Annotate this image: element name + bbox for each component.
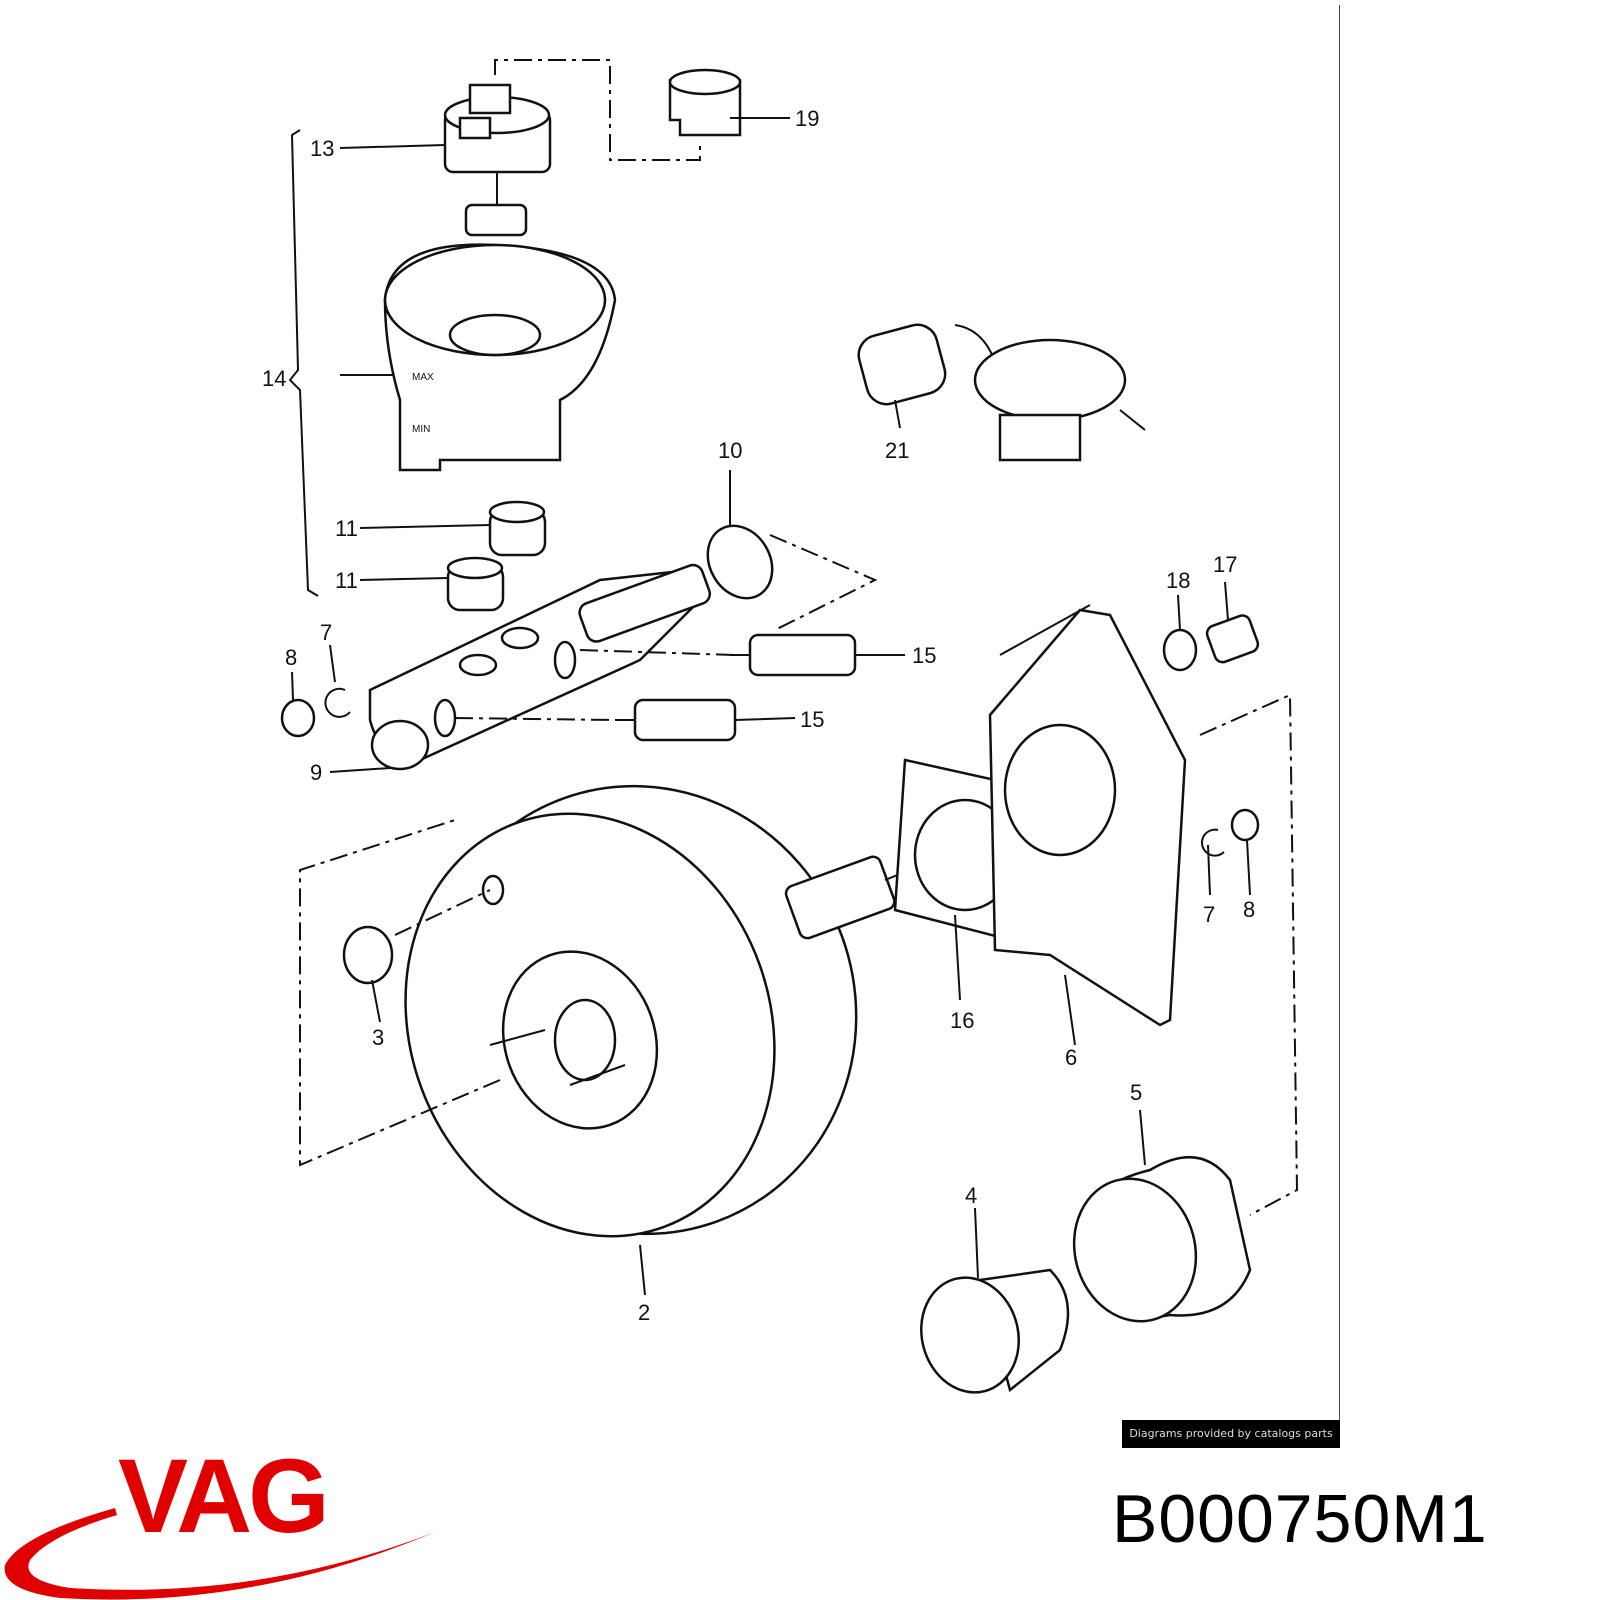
leader-lines [291,117,1251,1296]
dust-boot-4 [920,1268,1070,1394]
callout-15: 15 [800,707,824,732]
callout-16: 16 [950,1008,974,1033]
plug [342,925,394,985]
callout-15: 15 [912,643,936,668]
callout-5: 5 [1130,1080,1142,1105]
callout-7: 7 [320,620,332,645]
logo-swoosh [4,1508,435,1600]
filter-5 [1072,1155,1252,1323]
vacuum-sensor [857,323,1146,462]
part-number: B000750M1 [1112,1481,1488,1557]
callout-8: 8 [285,645,297,670]
reservoir-cap [443,83,552,237]
brake-fluid-reservoir: MAX MIN [383,243,617,472]
callout-11: 11 [335,516,358,541]
callout-21: 21 [885,438,909,463]
logo-text: VAG [118,1440,326,1555]
diagram-border [1339,5,1340,1420]
callout-4: 4 [965,1183,977,1208]
nut-right [1230,808,1260,842]
callout-19: 19 [795,106,819,131]
callout-11: 11 [335,568,358,593]
dash-line [299,819,501,1167]
dash-line [494,59,701,161]
brake-line-fitting-lower [615,698,737,742]
grommet-lower [446,556,505,612]
nut-17 [1205,614,1260,664]
grommet-upper [488,500,547,557]
circlip-left [324,687,351,718]
dash-line [769,534,878,631]
callout-3: 3 [372,1025,384,1050]
nut-left [280,698,316,738]
brake-booster [404,784,986,1238]
master-cylinder [368,563,712,771]
o-ring [706,524,774,600]
brake-line-fitting-upper [730,633,857,677]
callout-2: 2 [638,1300,650,1325]
callout-9: 9 [310,760,322,785]
callout-8: 8 [1243,897,1255,922]
vag-logo: VAG [4,1440,435,1600]
credit-banner: Diagrams provided by catalogs parts [1122,1420,1340,1448]
callout-13: 13 [310,136,334,161]
callout-6: 6 [1065,1045,1077,1070]
mounting-bracket [988,604,1187,1027]
max-mark: MAX [412,372,434,383]
bracket-14 [288,129,319,597]
callout-14: 14 [262,366,286,391]
cap-cover [668,68,742,137]
dash-line [1199,693,1299,1216]
callout-18: 18 [1166,568,1190,593]
callout-17: 17 [1213,552,1237,577]
washer-18 [1162,628,1198,672]
callout-10: 10 [718,438,742,463]
callout-7: 7 [1203,902,1215,927]
min-mark: MIN [412,424,430,435]
circlip-right [1200,828,1225,857]
